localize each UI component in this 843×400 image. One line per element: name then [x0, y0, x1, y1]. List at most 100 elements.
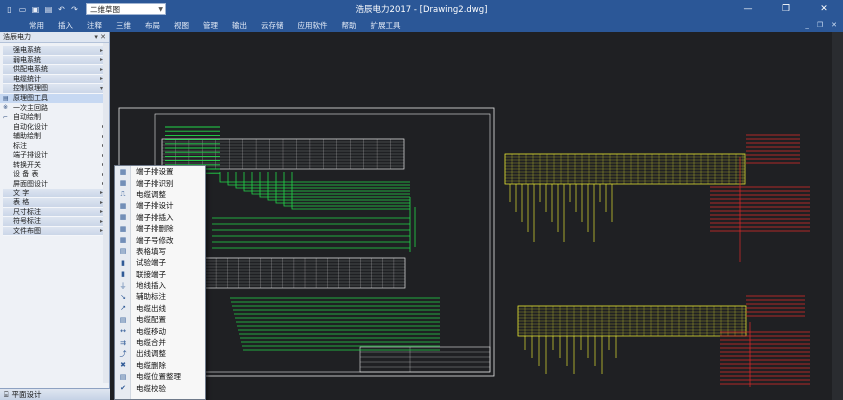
item-primary-circuit[interactable]: ※一次主回路 — [0, 103, 109, 113]
tool-panel: 浩辰电力 ▾ ✕ 强电系统▸ 弱电系统▸ 供配电系统▸ 电缆统计▸ 控制原理图▾… — [0, 32, 110, 400]
flyout-item-label: 电缆位置整理 — [136, 372, 181, 382]
sub-label: 转换开关 — [13, 160, 41, 169]
chevron-right-icon: ▸ — [99, 46, 103, 54]
flyout-item-label: 端子排设计 — [136, 201, 174, 211]
schematic-tools-header[interactable]: ▤原理图工具 — [0, 93, 109, 103]
menu-apps[interactable]: 应用软件 — [297, 20, 328, 30]
flyout-item[interactable]: ▤表格填写 — [115, 246, 205, 257]
flyout-item[interactable]: ⇉电缆合并 — [115, 337, 205, 348]
group-cable-statistics[interactable]: 电缆统计▸ — [3, 74, 106, 84]
save-icon[interactable]: ▣ — [31, 4, 40, 14]
flyout-item[interactable]: ▮试验端子 — [115, 257, 205, 268]
flyout-item[interactable]: ▤电缆配置 — [115, 314, 205, 325]
title-bar: ▯ ▭ ▣ ▤ ↶ ↷ 二维草图 ▼ 浩辰电力2017 - [Drawing2.… — [0, 0, 843, 18]
group-label: 尺寸标注 — [13, 207, 41, 216]
group-control-schematic[interactable]: 控制原理图 ▾ — [3, 84, 106, 94]
flyout-item-label: 端子号修改 — [136, 235, 174, 245]
group-text[interactable]: 文 字▸ — [3, 188, 106, 198]
doc-restore-icon[interactable]: ❐ — [816, 21, 824, 29]
menu-output[interactable]: 输出 — [232, 20, 247, 30]
flyout-item[interactable]: ▮联接端子 — [115, 269, 205, 280]
sub-equipment-table[interactable]: 设 备 表▸ — [0, 170, 109, 180]
flyout-item-label: 试验端子 — [136, 258, 166, 268]
flyout-item-label: 电缆删除 — [136, 360, 166, 370]
flyout-item[interactable]: ▦端子排识别 — [115, 177, 205, 188]
panel-pin-close-icon[interactable]: ▾ ✕ — [94, 33, 106, 41]
green-wire — [283, 172, 410, 207]
group-symbol[interactable]: 符号标注▸ — [3, 217, 106, 227]
chevron-right-icon: ▸ — [99, 189, 103, 197]
chevron-right-icon: ▾ — [99, 84, 103, 92]
flyout-item[interactable]: ▦端子排设计 — [115, 200, 205, 211]
maximize-button[interactable]: ❐ — [781, 4, 791, 14]
menu-view[interactable]: 视图 — [174, 20, 189, 30]
tools-icon: ▤ — [3, 94, 9, 102]
menu-extensions[interactable]: 扩展工具 — [370, 20, 401, 30]
workspace-select[interactable]: 二维草图 ▼ — [86, 3, 166, 15]
doc-minimize-icon[interactable]: _ — [805, 21, 809, 29]
flyout-item[interactable]: ⏚地线插入 — [115, 280, 205, 291]
plan-design-icon: ⌸ — [4, 389, 9, 399]
flyout-item[interactable]: ↗电缆出线 — [115, 303, 205, 314]
flyout-item[interactable]: ↔电缆移动 — [115, 325, 205, 336]
sub-label: 标注 — [13, 141, 27, 150]
flyout-item[interactable]: ▦端子排删除 — [115, 223, 205, 234]
doc-close-icon[interactable]: ✕ — [831, 21, 837, 29]
flyout-item[interactable]: ▦端子排设置 — [115, 166, 205, 177]
flyout-item-label: 端子排删除 — [136, 224, 174, 234]
terminal-design-flyout: ▦端子排设置▦端子排识别⎍电缆调整▦端子排设计▦端子排插入▦端子排删除 ▦ 端子号修… — [114, 165, 206, 400]
flyout-item[interactable]: ⤴出线调整 — [115, 348, 205, 359]
menu-annotate[interactable]: 注释 — [87, 20, 102, 30]
sub-label: 自动化设计 — [13, 122, 48, 131]
sub-aux-draw[interactable]: 辅助绘制▸ — [0, 132, 109, 142]
flyout-item-icon: ▦ — [119, 236, 127, 245]
panel-title: 浩辰电力 — [3, 33, 31, 41]
group-file-layout[interactable]: 文件布图▸ — [3, 226, 106, 236]
flyout-item[interactable]: ▦端子排插入 — [115, 212, 205, 223]
menu-home[interactable]: 常用 — [29, 20, 44, 30]
group-label: 供配电系统 — [13, 65, 48, 74]
print-icon[interactable]: ▤ — [44, 4, 53, 14]
menu-layout[interactable]: 布局 — [145, 20, 160, 30]
minimize-button[interactable]: — — [743, 4, 753, 14]
group-dimension[interactable]: 尺寸标注▸ — [3, 207, 106, 217]
flyout-item-icon: ▤ — [119, 315, 127, 324]
flyout-item[interactable]: ⎍电缆调整 — [115, 189, 205, 200]
menu-3d[interactable]: 三维 — [116, 20, 131, 30]
group-label: 控制原理图 — [13, 84, 48, 93]
flyout-item[interactable]: ▤电缆位置整理 — [115, 371, 205, 382]
item-auto-draw[interactable]: ⌐自动绘制 — [0, 113, 109, 123]
group-table[interactable]: 表 格▸ — [3, 198, 106, 208]
flyout-item[interactable]: ✔电缆校验 — [115, 382, 205, 393]
close-button[interactable]: ✕ — [820, 4, 828, 14]
sub-label: 屏面图设计 — [13, 179, 48, 188]
group-weak-current[interactable]: 弱电系统▸ — [3, 55, 106, 65]
panel-scrollbar[interactable] — [103, 43, 109, 383]
menu-cloud[interactable]: 云存储 — [261, 20, 284, 30]
sub-annotation[interactable]: 标注▸ — [0, 141, 109, 151]
sub-terminal-design[interactable]: 端子排设计▸ — [0, 151, 109, 161]
menu-help[interactable]: 帮助 — [341, 20, 357, 30]
drawing-canvas[interactable] — [110, 32, 843, 400]
flyout-item-label: 电缆校验 — [136, 383, 166, 393]
group-strong-current[interactable]: 强电系统▸ — [3, 46, 106, 56]
tab-plan-design[interactable]: ⌸ 平面设计 — [0, 388, 110, 400]
green-wire — [267, 172, 410, 201]
flyout-item[interactable]: ↘辅助标注 — [115, 291, 205, 302]
flyout-item[interactable]: ✖电缆删除 — [115, 360, 205, 371]
sub-automation-design[interactable]: 自动化设计▸ — [0, 122, 109, 132]
new-icon[interactable]: ▯ — [7, 4, 12, 14]
undo-icon[interactable]: ↶ — [58, 4, 65, 14]
sub-panel-layout[interactable]: 屏面图设计▸ — [0, 179, 109, 189]
open-icon[interactable]: ▭ — [18, 4, 27, 14]
green-wire — [259, 172, 410, 198]
menu-insert[interactable]: 插入 — [58, 20, 73, 30]
flyout-item[interactable]: ▦ 端子号修改 — [115, 234, 205, 245]
sub-transfer-switch[interactable]: 转换开关▸ — [0, 160, 109, 170]
group-power-distribution[interactable]: 供配电系统▸ — [3, 65, 106, 75]
canvas-scrollbar[interactable] — [832, 32, 843, 400]
menu-icon-strip — [115, 166, 131, 399]
window-controls: — ❐ ✕ — [729, 0, 843, 18]
redo-icon[interactable]: ↷ — [71, 4, 78, 14]
menu-manage[interactable]: 管理 — [203, 20, 218, 30]
